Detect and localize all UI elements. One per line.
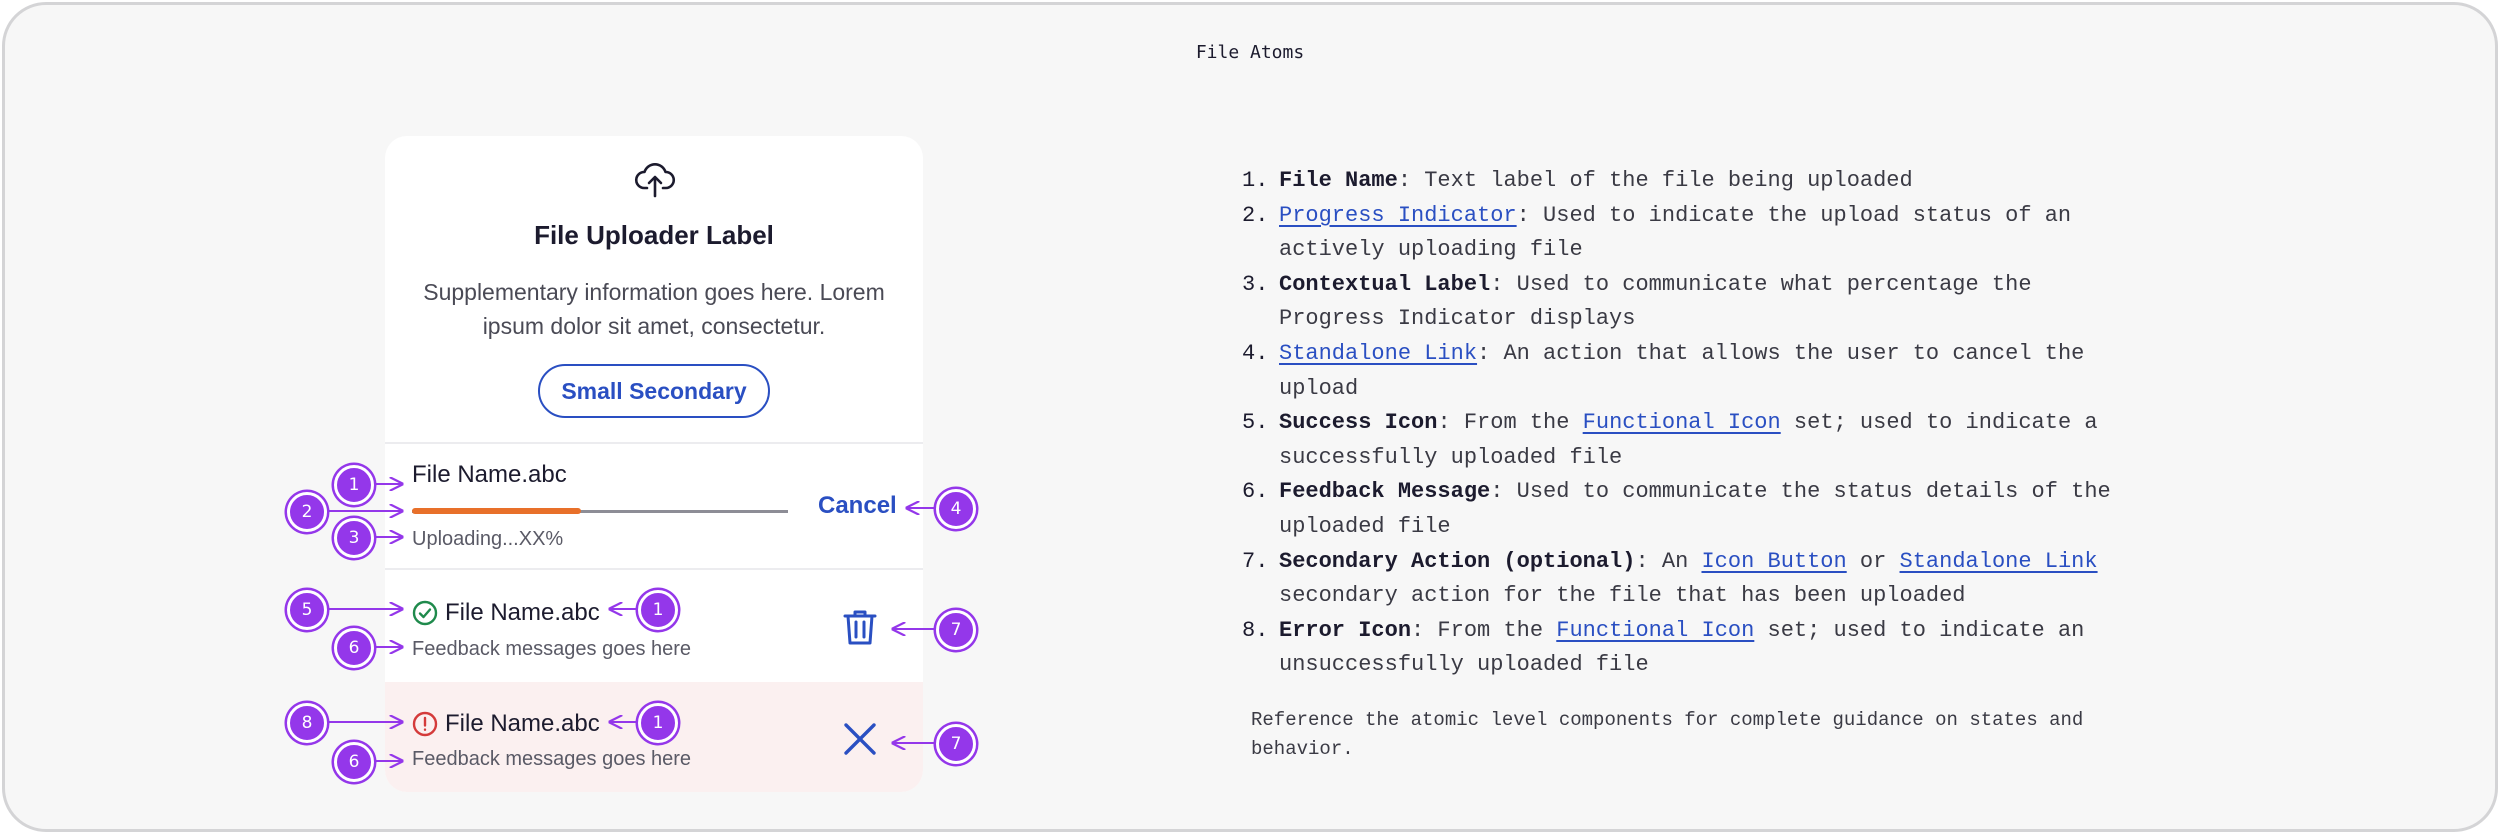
legend-item: 8. Error Icon: From the Functional Icon s… — [1242, 614, 2122, 683]
legend-number: 3. — [1242, 271, 1269, 297]
callout-badge: 1 — [334, 465, 374, 505]
callout-badge: 6 — [334, 742, 374, 782]
anatomy-legend: 1. File Name: Text label of the file bein… — [1242, 164, 2122, 683]
file-uploader-card: File Uploader Label Supplementary inform… — [385, 136, 923, 792]
error-circle-icon — [412, 711, 438, 737]
legend-item: 5. Success Icon: From the Functional Icon… — [1242, 406, 2122, 475]
legend-item: 7. Secondary Action (optional): An Icon B… — [1242, 545, 2122, 614]
divider — [385, 442, 923, 444]
legend-term: Error Icon — [1279, 617, 1412, 643]
callout-badge: 7 — [936, 724, 976, 764]
legend-number: 5. — [1242, 410, 1269, 436]
legend-text: : An — [1635, 548, 1702, 574]
uploading-file-row: File Name.abc Uploading...XX% Cancel — [385, 444, 923, 568]
trash-icon[interactable] — [840, 607, 880, 647]
callout-badge: 4 — [936, 489, 976, 529]
legend-text: : Used to indicate the upload status of … — [1279, 202, 2072, 263]
legend-text: : Text label of the file being uploaded — [1397, 168, 1913, 193]
legend-item: 2. Progress Indicator: Used to indicate t… — [1242, 199, 2122, 268]
uploader-label: File Uploader Label — [534, 220, 774, 250]
callout-badge: 8 — [287, 703, 327, 743]
legend-text: : From the — [1437, 410, 1583, 436]
legend-link[interactable]: Icon Button — [1701, 548, 1847, 574]
legend-link[interactable]: Functional Icon — [1582, 410, 1781, 436]
legend-number: 4. — [1242, 340, 1269, 366]
legend-number: 7. — [1242, 548, 1269, 574]
cloud-upload-icon — [634, 163, 676, 198]
legend-text: : Used to communicate what percentage th… — [1279, 271, 2032, 332]
callout-badge: 1 — [638, 703, 678, 743]
progress-indicator — [412, 508, 788, 514]
callout-badge: 1 — [638, 590, 678, 630]
feedback-message: Feedback messages goes here — [412, 748, 692, 770]
progress-fill — [412, 508, 582, 514]
check-circle-icon — [412, 600, 438, 626]
close-icon[interactable] — [840, 719, 880, 759]
legend-text: : Used to communicate the status details… — [1279, 479, 2111, 539]
callout-badge: 6 — [334, 628, 374, 668]
success-file-row: File Name.abc Feedback messages goes her… — [385, 570, 923, 682]
legend-number: 2. — [1242, 202, 1269, 228]
legend-term: Contextual Label — [1279, 271, 1491, 297]
legend-text: set; used to indicate an unsuccessfully … — [1279, 617, 2085, 678]
footnote: Reference the atomic level components fo… — [1251, 709, 2084, 760]
callout-badge: 3 — [334, 518, 374, 558]
page-title: File Atoms — [1195, 42, 1305, 63]
uploader-description: Supplementary information goes here. Lor… — [423, 279, 885, 339]
legend-number: 8. — [1242, 617, 1269, 643]
legend-item: 6. Feedback Message: Used to communicate … — [1242, 475, 2122, 544]
legend-number: 1. — [1242, 168, 1269, 193]
legend-text: or — [1846, 548, 1900, 574]
callout-badge: 2 — [287, 492, 327, 532]
legend-link[interactable]: Progress Indicator — [1279, 202, 1517, 228]
legend-text: secondary action for the file that has b… — [1279, 583, 1966, 609]
cancel-link[interactable]: Cancel — [818, 492, 897, 519]
legend-item: 1. File Name: Text label of the file bein… — [1242, 164, 2122, 199]
legend-link[interactable]: Functional Icon — [1556, 617, 1755, 643]
file-name: File Name.abc — [412, 461, 567, 488]
legend-text: : From the — [1411, 617, 1557, 643]
legend-item: 3. Contextual Label: Used to communicate … — [1242, 268, 2122, 337]
legend-text: set; used to indicate a successfully upl… — [1279, 410, 2098, 470]
legend-text: : An action that allows the user to canc… — [1279, 340, 2085, 401]
legend-term: Success Icon — [1279, 410, 1438, 436]
callout-badge: 7 — [936, 610, 976, 650]
feedback-message: Feedback messages goes here — [412, 638, 692, 660]
small-secondary-button[interactable]: Small Secondary — [538, 364, 770, 418]
legend-item: 4. Standalone Link: An action that allows… — [1242, 337, 2122, 406]
legend-number: 6. — [1242, 479, 1269, 505]
legend-term: Secondary Action (optional) — [1279, 548, 1636, 574]
error-file-row: File Name.abc Feedback messages goes her… — [385, 682, 923, 792]
legend-term: Feedback Message — [1279, 479, 1491, 505]
legend-link[interactable]: Standalone Link — [1279, 340, 1478, 366]
file-name: File Name.abc — [445, 599, 600, 626]
legend-term: File Name — [1279, 168, 1398, 193]
divider — [385, 568, 923, 570]
file-name: File Name.abc — [445, 710, 600, 737]
callout-badge: 5 — [287, 590, 327, 630]
legend-link[interactable]: Standalone Link — [1899, 548, 2098, 574]
upload-status-label: Uploading...XX% — [412, 528, 564, 550]
